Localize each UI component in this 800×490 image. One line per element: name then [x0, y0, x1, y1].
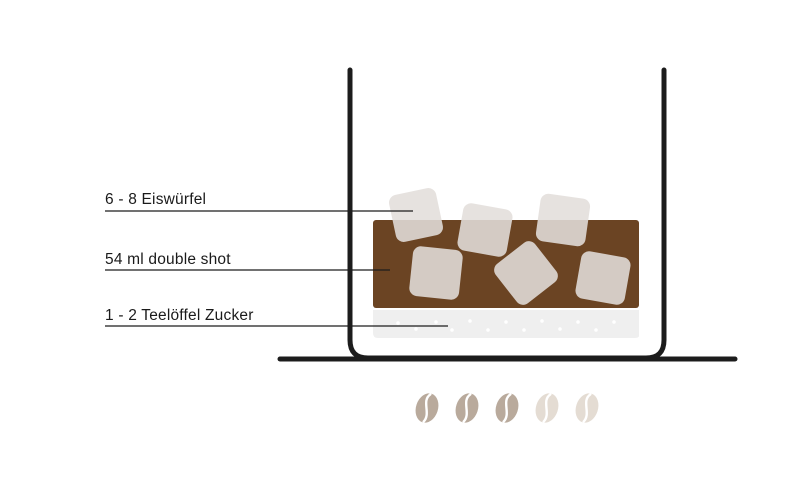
coffee-bean-icon [415, 393, 439, 423]
sugar-layer [373, 310, 639, 338]
ice-cube [575, 251, 631, 305]
coffee-bean-icon [535, 393, 559, 423]
ice-cube [389, 188, 443, 242]
sugar-grains [396, 319, 616, 332]
coffee-bean-icon [455, 393, 479, 423]
bean-rating [415, 393, 599, 423]
ice-cube [457, 203, 513, 257]
ice-label: 6 - 8 Eiswürfel [105, 191, 207, 208]
ice-cube [494, 241, 558, 305]
ice-cubes [389, 188, 631, 305]
espresso-label: 54 ml double shot [105, 251, 231, 268]
coffee-bean-icon [495, 393, 519, 423]
sugar-label: 1 - 2 Teelöffel Zucker [105, 307, 254, 324]
coffee-bean-icon [575, 393, 599, 423]
ice-cube [535, 193, 591, 247]
ice-cube [409, 246, 463, 300]
